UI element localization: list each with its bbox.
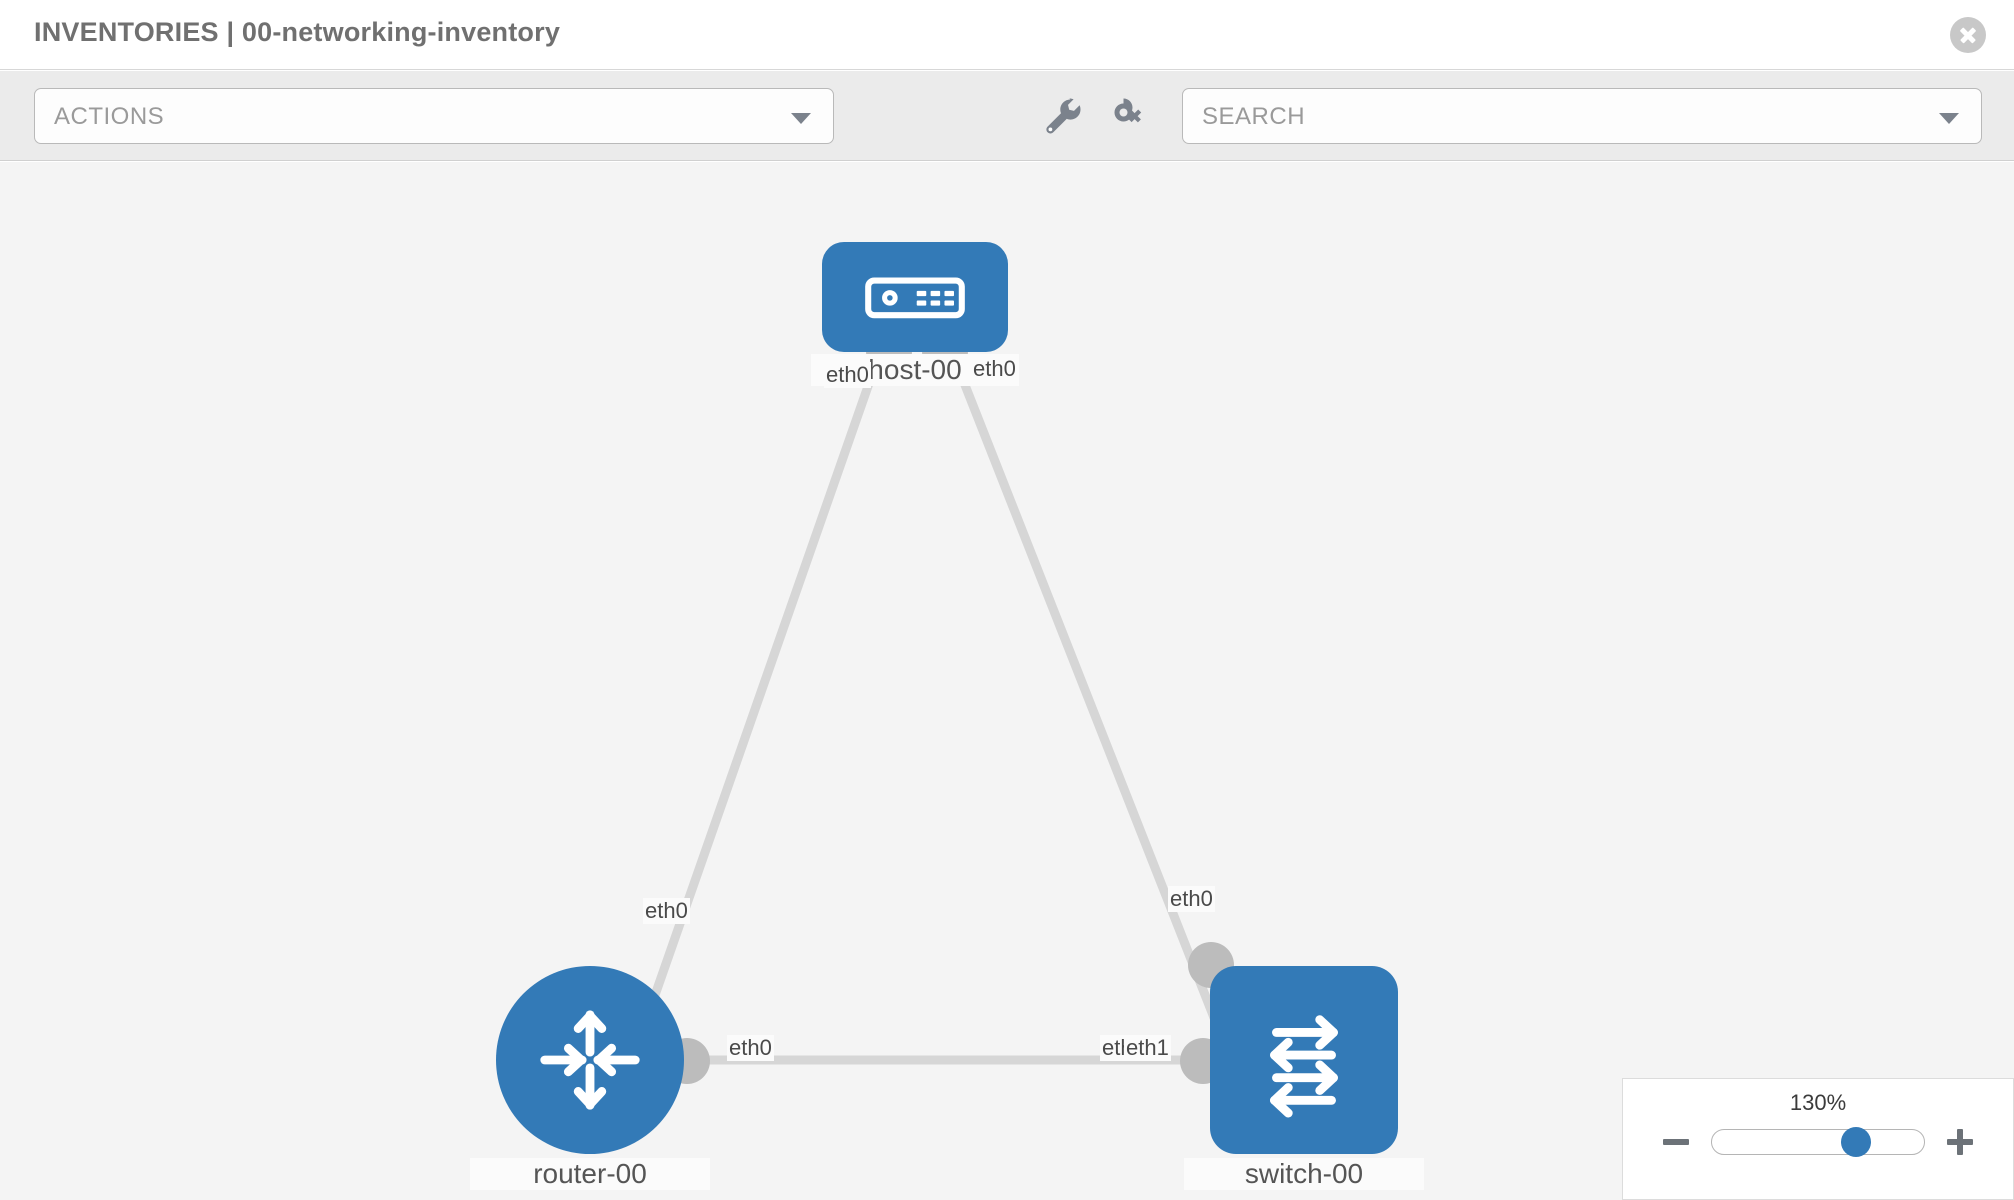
edge-label-router-right: eth0 xyxy=(727,1035,774,1061)
node-host-00-shape[interactable] xyxy=(822,242,1008,352)
wrench-icon[interactable] xyxy=(1040,95,1084,139)
topology-graph: host-00 eth0 eth0 xyxy=(0,162,2014,1200)
page-title: INVENTORIES | 00-networking-inventory xyxy=(34,17,561,47)
search-placeholder: SEARCH xyxy=(1202,103,1306,130)
zoom-control: 130% xyxy=(1622,1078,2014,1200)
zoom-slider-row xyxy=(1623,1127,2013,1157)
node-switch-00[interactable]: switch-00 xyxy=(1180,942,1424,1190)
node-host-00[interactable]: host-00 xyxy=(811,242,1019,386)
actions-dropdown-label: ACTIONS xyxy=(54,103,165,130)
search-input[interactable]: SEARCH xyxy=(1182,88,1982,144)
link-host-router xyxy=(635,347,885,1043)
close-icon[interactable] xyxy=(1950,17,1986,53)
page-header: INVENTORIES | 00-networking-inventory xyxy=(0,0,2014,70)
edge-label-router-uplink: eth0 xyxy=(643,898,690,924)
edge-label-host-right: eth0 xyxy=(971,356,1018,382)
plus-icon[interactable] xyxy=(1945,1127,1975,1157)
switch-exchange-arrows-icon xyxy=(1270,1015,1338,1118)
node-switch-00-label: switch-00 xyxy=(1184,1158,1424,1190)
zoom-slider-thumb[interactable] xyxy=(1841,1127,1872,1157)
key-icon[interactable] xyxy=(1108,95,1152,139)
toolbar: ACTIONS SEARCH xyxy=(0,71,2014,161)
node-router-00-shape[interactable] xyxy=(496,966,684,1154)
zoom-level-label: 130% xyxy=(1789,1090,1847,1115)
zoom-slider[interactable] xyxy=(1711,1127,1925,1157)
topology-canvas[interactable]: host-00 eth0 eth0 xyxy=(0,162,2014,1200)
link-host-switch xyxy=(947,347,1227,1043)
router-four-arrows-icon xyxy=(540,1010,640,1110)
chevron-down-icon[interactable] xyxy=(1939,113,1959,124)
chevron-down-icon xyxy=(791,113,811,124)
node-switch-00-shape[interactable] xyxy=(1210,966,1398,1154)
edge-label-switch-uplink: eth0 xyxy=(1168,886,1215,912)
server-device-icon xyxy=(865,277,965,319)
actions-dropdown[interactable]: ACTIONS xyxy=(34,88,834,144)
node-router-00[interactable]: router-00 xyxy=(470,966,710,1190)
minus-icon[interactable] xyxy=(1661,1127,1691,1157)
edge-label-switch-left: eth1 xyxy=(1124,1035,1171,1061)
edge-label-host-left: eth0 xyxy=(824,362,871,388)
node-router-00-label: router-00 xyxy=(470,1158,710,1190)
